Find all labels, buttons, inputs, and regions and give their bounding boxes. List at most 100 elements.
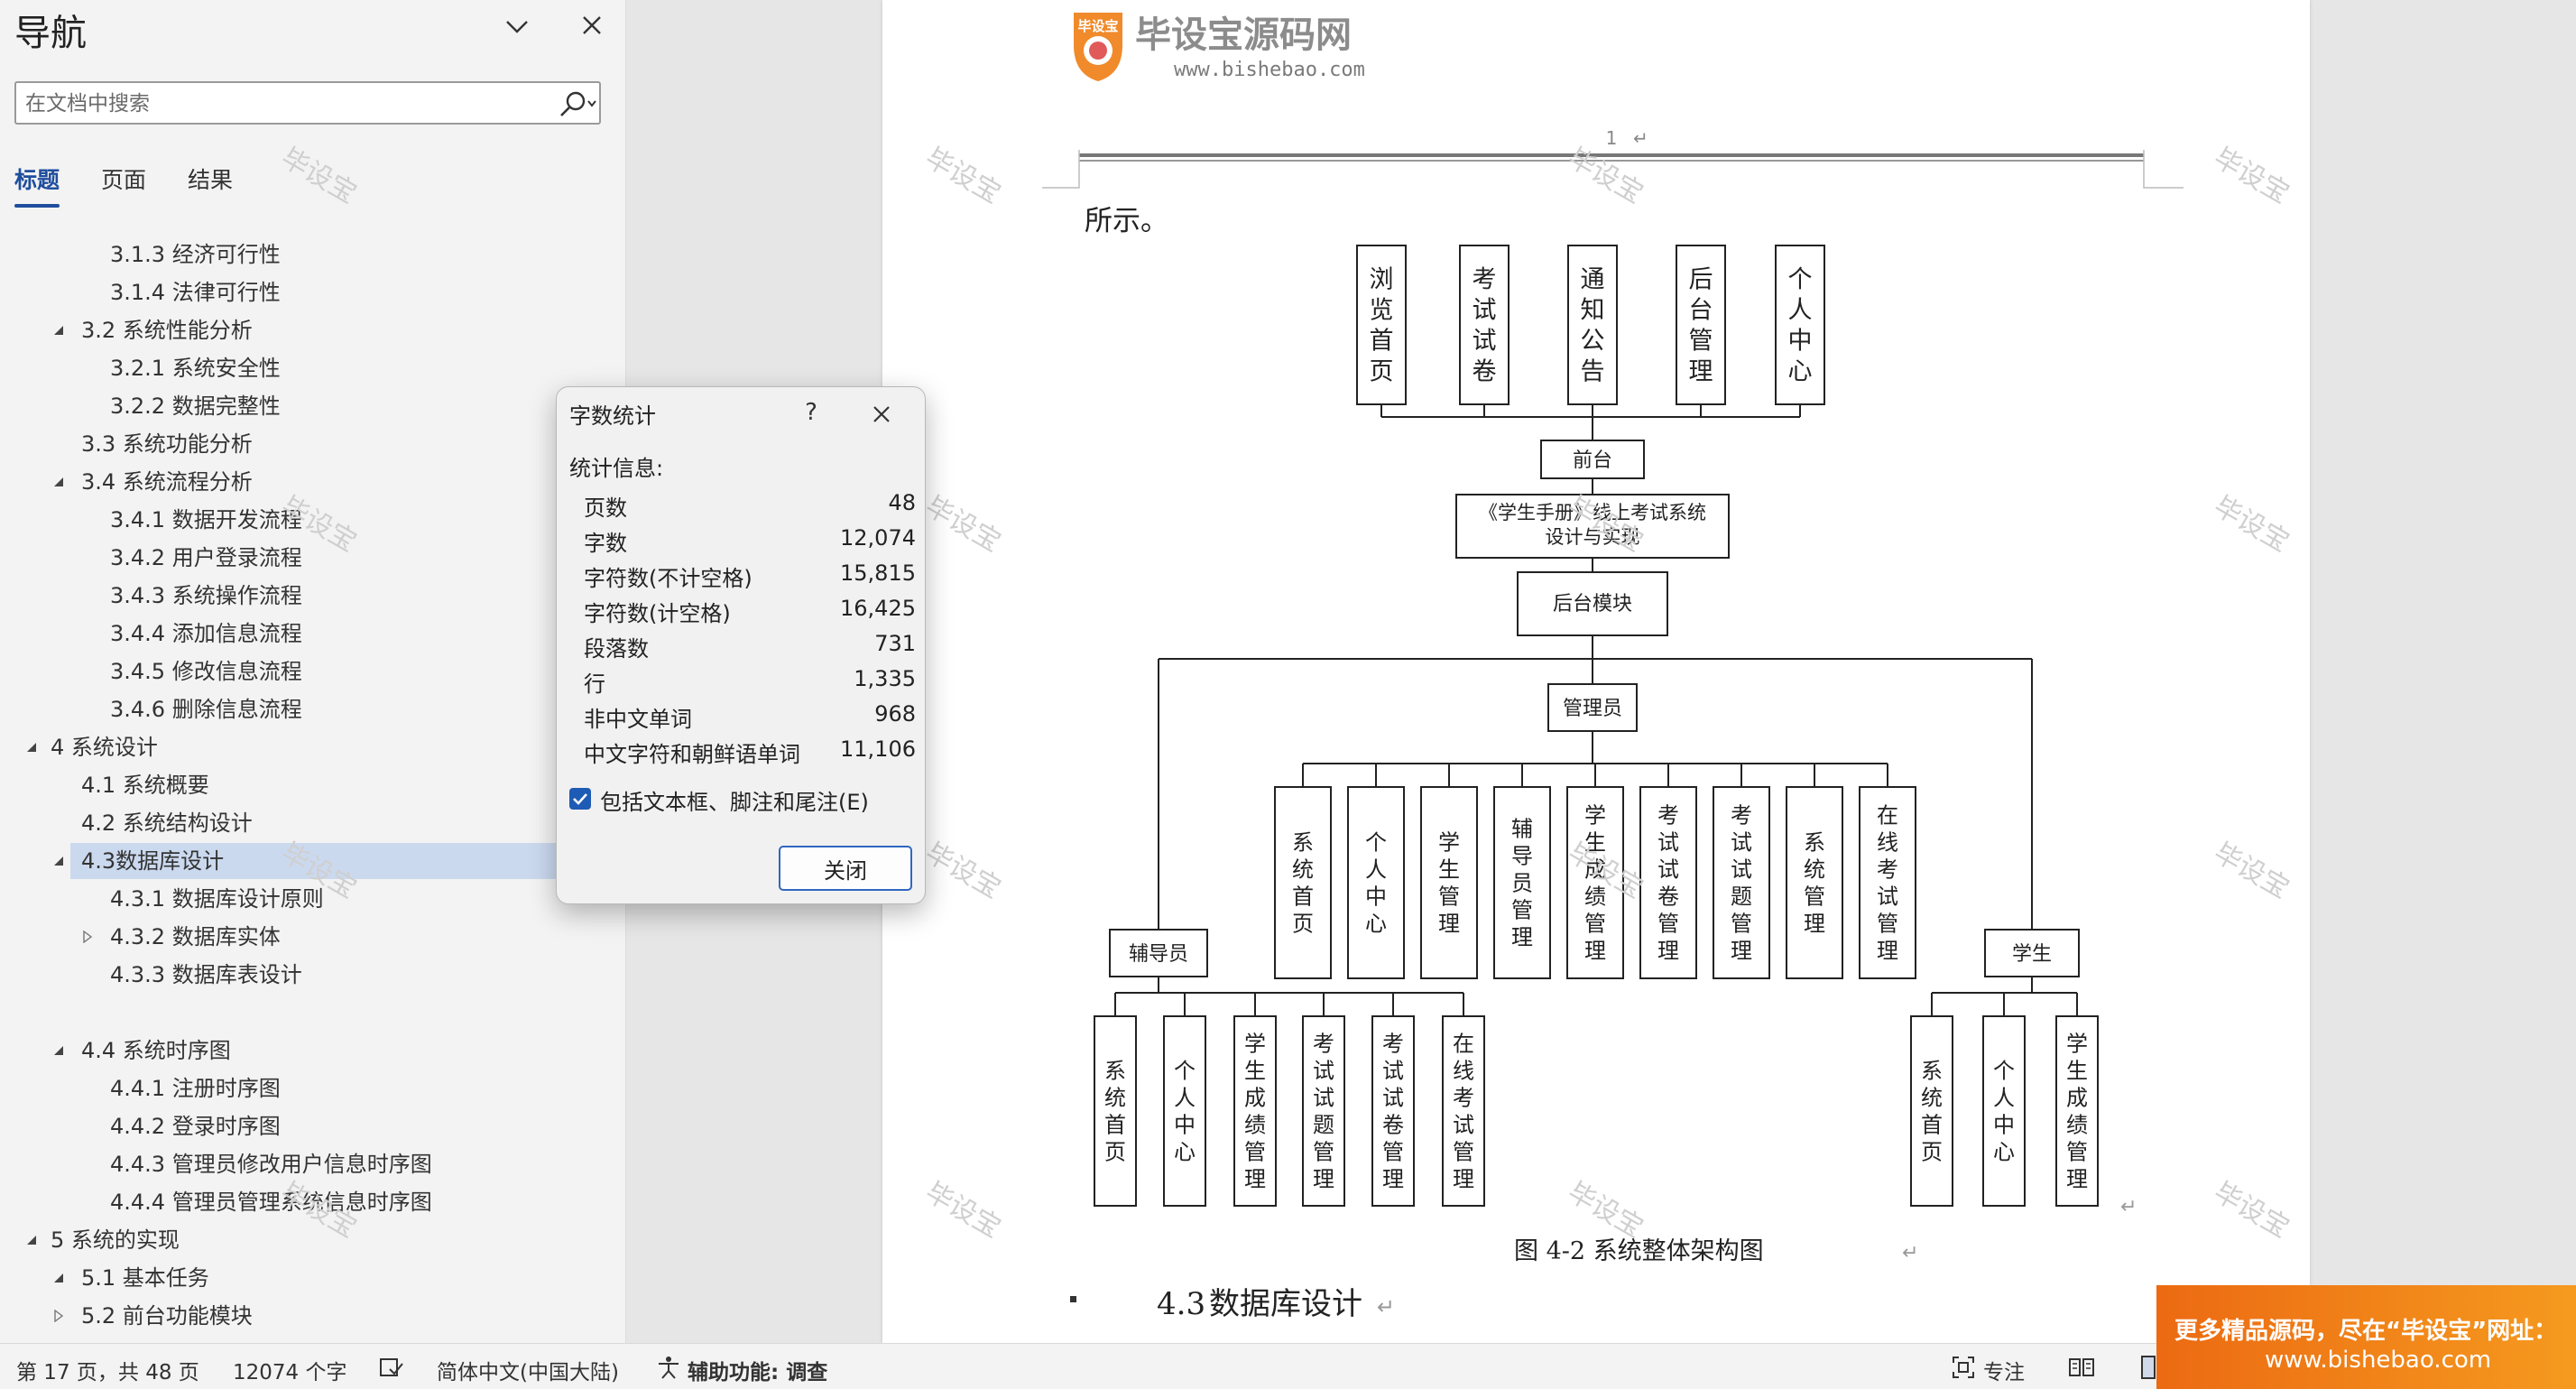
nav-heading-label: 5 系统的实现 [51,1227,180,1253]
nav-heading-item[interactable]: 3.4.6 删除信息流程 [0,691,625,727]
expanded-triangle-icon[interactable] [52,855,65,867]
document-page[interactable]: 毕设宝 毕设宝源码网 www.bishebao.com 1 ↵ 所示。 浏览首页… [882,0,2310,1343]
expanded-triangle-icon[interactable] [25,741,38,754]
page-number: 1 [1606,127,1618,149]
nav-heading-label: 4.3.2 数据库实体 [110,924,281,949]
collapsed-triangle-icon[interactable] [52,1310,65,1322]
section-heading-text: 数据库设计 [1209,1286,1362,1322]
counselor-module-box-label: 个人中心 [1174,1058,1196,1164]
logo-badge: 毕设宝 [1077,18,1118,34]
nav-heading-item[interactable]: 4.4 系统时序图 [0,1032,625,1069]
nav-heading-item[interactable]: 4.3.2 数据库实体 [0,919,625,955]
counselor-module-box-label: 考试试卷管理 [1382,1031,1404,1191]
nav-heading-item[interactable] [0,995,625,1031]
nav-heading-label: 4.3.1 数据库设计原则 [110,886,324,912]
nav-heading-item[interactable]: 3.2 系统性能分析 [0,312,625,348]
front-label-box [1540,440,1645,479]
stat-value: 15,815 [840,560,916,586]
chevron-down-icon[interactable] [503,16,531,38]
expanded-triangle-icon[interactable] [52,1044,65,1057]
counselor-module-box-label: 在线考试管理 [1453,1031,1474,1191]
nav-heading-item[interactable]: 3.3 系统功能分析 [0,426,625,462]
nav-heading-item[interactable]: 4.3数据库设计 [54,843,625,879]
nav-heading-label: 4.3.3 数据库表设计 [110,962,302,987]
expanded-triangle-icon[interactable] [52,324,65,337]
nav-heading-label: 4.2 系统结构设计 [81,810,253,836]
tab-headings[interactable]: 标题 [14,167,60,193]
accessibility-icon[interactable] [655,1355,682,1380]
expanded-triangle-icon[interactable] [52,476,65,488]
nav-heading-item[interactable]: 4.4.1 注册时序图 [0,1070,625,1107]
admin-module-box-label: 辅导员管理 [1511,816,1533,949]
nav-heading-item[interactable]: 4 系统设计 [0,729,625,765]
word-count[interactable]: 12074 个字 [233,1361,347,1384]
nav-heading-item[interactable]: 5 系统的实现 [0,1222,625,1258]
print-layout-icon[interactable] [2140,1355,2156,1380]
proofing-icon[interactable] [379,1357,404,1378]
nav-heading-item[interactable]: 4.3.1 数据库设计原则 [0,881,625,917]
nav-heading-item[interactable]: 3.4.4 添加信息流程 [0,616,625,652]
include-textboxes-label[interactable]: 包括文本框、脚注和尾注(E) [600,790,869,815]
nav-heading-item[interactable]: 3.4.3 系统操作流程 [0,578,625,614]
status-bar: 第 17 页，共 48 页 12074 个字 简体中文(中国大陆) 辅助功能: … [0,1343,2576,1389]
admin-module-box-label: 学生管理 [1438,829,1460,936]
nav-heading-item[interactable]: 3.4 系统流程分析 [0,464,625,500]
admin-module-box [1274,786,1332,979]
front-module-box [1676,245,1726,405]
counselor-module-box [1163,1015,1206,1207]
nav-heading-label: 3.4.6 删除信息流程 [110,697,302,722]
expanded-triangle-icon[interactable] [52,1272,65,1284]
search-icon[interactable] [554,88,599,119]
close-icon[interactable] [579,13,605,38]
counselor-module-box [1371,1015,1415,1207]
help-button[interactable]: ? [805,399,817,426]
page-info[interactable]: 第 17 页，共 48 页 [16,1361,199,1384]
stat-label: 行 [584,671,605,697]
read-mode-icon[interactable] [2068,1357,2095,1378]
counselor-module-box-label: 考试试题管理 [1313,1031,1334,1191]
tab-pages[interactable]: 页面 [101,167,147,193]
expanded-triangle-icon[interactable] [25,1234,38,1246]
search-input[interactable] [25,88,549,119]
nav-heading-item[interactable]: 4.3.3 数据库表设计 [0,957,625,993]
ad-banner[interactable]: 更多精品源码，尽在“毕设宝”网址： www.bishebao.com [2156,1285,2576,1389]
stat-label: 中文字符和朝鲜语单词 [584,742,800,767]
nav-heading-item[interactable]: 4.1 系统概要 [0,767,625,803]
admin-module-box [1859,786,1916,979]
nav-heading-label: 4.4 系统时序图 [81,1038,231,1063]
stat-value: 16,425 [840,596,916,621]
student-box [1984,929,2080,977]
nav-heading-item[interactable]: 4.4.4 管理员管理系统信息时序图 [0,1184,625,1220]
collapsed-triangle-icon[interactable] [81,931,94,943]
nav-heading-item[interactable]: 3.4.2 用户登录流程 [0,540,625,576]
accessibility-status[interactable]: 辅助功能: 调查 [688,1361,828,1384]
focus-icon[interactable] [1951,1355,1976,1380]
nav-heading-item[interactable]: 3.1.4 法律可行性 [0,274,625,310]
language-indicator[interactable]: 简体中文(中国大陆) [437,1361,619,1384]
nav-heading-label: 5.1 基本任务 [81,1265,209,1291]
nav-heading-label: 4 系统设计 [51,735,158,760]
nav-heading-item[interactable]: 4.4.2 登录时序图 [0,1108,625,1144]
admin-module-box-label: 系统管理 [1804,829,1825,936]
nav-heading-item[interactable]: 3.2.1 系统安全性 [0,350,625,386]
system-title-line2: 设计与实现 [1546,526,1640,548]
front-module-box [1775,245,1825,405]
nav-heading-item[interactable]: 3.4.1 数据开发流程 [0,502,625,538]
nav-heading-item[interactable]: 4.2 系统结构设计 [0,805,625,841]
nav-heading-item[interactable]: 3.1.3 经济可行性 [0,236,625,273]
nav-heading-item[interactable]: 3.4.5 修改信息流程 [0,653,625,690]
admin-module-box-label: 个人中心 [1365,829,1387,936]
nav-heading-item[interactable]: 5.1 基本任务 [0,1260,625,1296]
include-textboxes-checkbox[interactable] [569,788,591,810]
stat-label: 字符数(不计空格) [584,566,752,591]
close-button[interactable]: 关闭 [779,846,912,891]
nav-heading-item[interactable]: 4.4.3 管理员修改用户信息时序图 [0,1146,625,1182]
nav-heading-item[interactable]: 5.2 前台功能模块 [0,1298,625,1332]
stat-label: 非中文单词 [584,707,692,732]
close-icon[interactable] [863,396,900,432]
tab-results[interactable]: 结果 [188,167,234,193]
front-module-box-label: 个人中心 [1788,266,1813,386]
nav-heading-label: 3.2.2 数据完整性 [110,394,281,419]
nav-heading-item[interactable]: 3.2.2 数据完整性 [0,388,625,424]
focus-mode-label[interactable]: 专注 [1983,1361,2025,1384]
